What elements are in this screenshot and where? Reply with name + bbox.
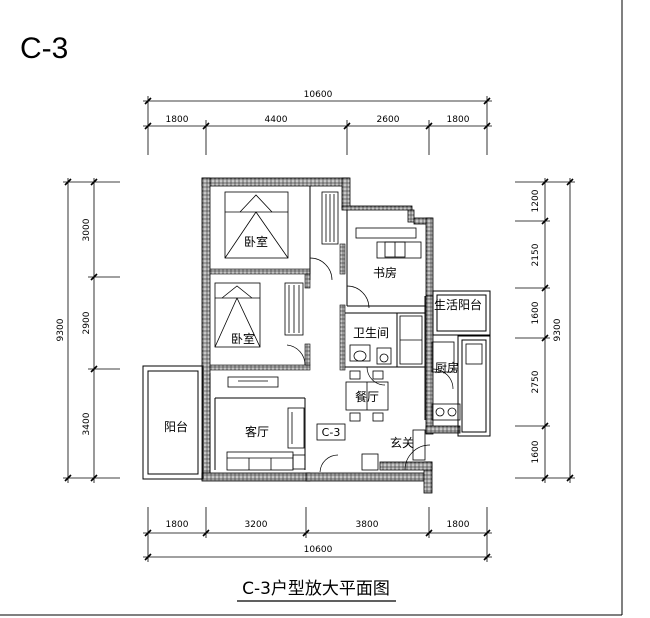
bottom-total-dimension: 10600 [304, 545, 333, 555]
room-label-dining: 餐厅 [355, 389, 379, 404]
right-dimension-segment: 2150 [531, 243, 541, 266]
top-dimension-segment: 1800 [447, 115, 470, 125]
right-total-dimension: 9300 [553, 318, 563, 341]
room-label-utility-balcony: 生活阳台 [434, 297, 482, 312]
right-dimension-segment: 1600 [531, 440, 541, 463]
top-dimension-segment: 1800 [166, 115, 189, 125]
plan-caption: C-3户型放大平面图 [242, 579, 390, 599]
room-label-bathroom: 卫生间 [353, 326, 389, 340]
bottom-dimension-lines [143, 507, 492, 562]
left-total-dimension: 9300 [56, 318, 66, 341]
left-dimension-lines [63, 178, 120, 483]
room-label-study: 书房 [373, 265, 397, 280]
dining-table [345, 370, 389, 422]
door-swings [286, 257, 454, 473]
bottom-dimension-segment: 3200 [245, 520, 268, 530]
right-dimension-segment: 2750 [531, 370, 541, 393]
top-dimension-segment: 2600 [377, 115, 400, 125]
room-label-balcony: 阳台 [164, 419, 188, 434]
top-total-dimension: 10600 [304, 90, 333, 100]
room-label-living: 客厅 [245, 424, 269, 439]
bottom-dimension-segment: 1800 [447, 520, 470, 530]
entrance-cabinet [361, 429, 426, 471]
sofa [226, 407, 306, 471]
room-label-second-bedroom: 卧室 [231, 331, 255, 346]
unit-tag-label: C-3 [322, 426, 341, 439]
master-bed [224, 191, 289, 259]
kitchen-counter [431, 341, 483, 421]
page-frame [0, 0, 623, 616]
plan-code-title: C-3 [20, 32, 68, 65]
bathroom-fixtures [349, 315, 423, 365]
unit-tag: C-3 [316, 423, 346, 441]
bottom-dimension-segment: 3800 [356, 520, 379, 530]
master-wardrobe [321, 191, 339, 245]
utility-balcony-outline [432, 290, 491, 437]
right-dimension-segment: 1600 [531, 301, 541, 324]
right-dimension-lines [515, 178, 575, 483]
tv-cabinet [227, 376, 279, 388]
left-dimension-segment: 2900 [82, 311, 92, 334]
second-wardrobe [284, 282, 304, 336]
left-dimension-segment: 3000 [82, 218, 92, 241]
room-label-entrance: 玄关 [390, 435, 414, 450]
interior-partitions [209, 186, 426, 473]
balcony-outline [142, 365, 204, 480]
room-label-kitchen: 厨房 [435, 360, 459, 375]
left-dimension-segment: 3400 [82, 412, 92, 435]
top-dimension-segment: 4400 [265, 115, 288, 125]
right-dimension-segment: 1200 [531, 189, 541, 212]
bottom-dimension-segment: 1800 [166, 520, 189, 530]
room-label-master-bedroom: 卧室 [244, 234, 268, 249]
exterior-walls [201, 177, 461, 494]
second-bed [214, 282, 261, 348]
study-desk [355, 227, 422, 259]
interior-walls [209, 243, 346, 371]
top-dimension-lines [143, 96, 492, 155]
